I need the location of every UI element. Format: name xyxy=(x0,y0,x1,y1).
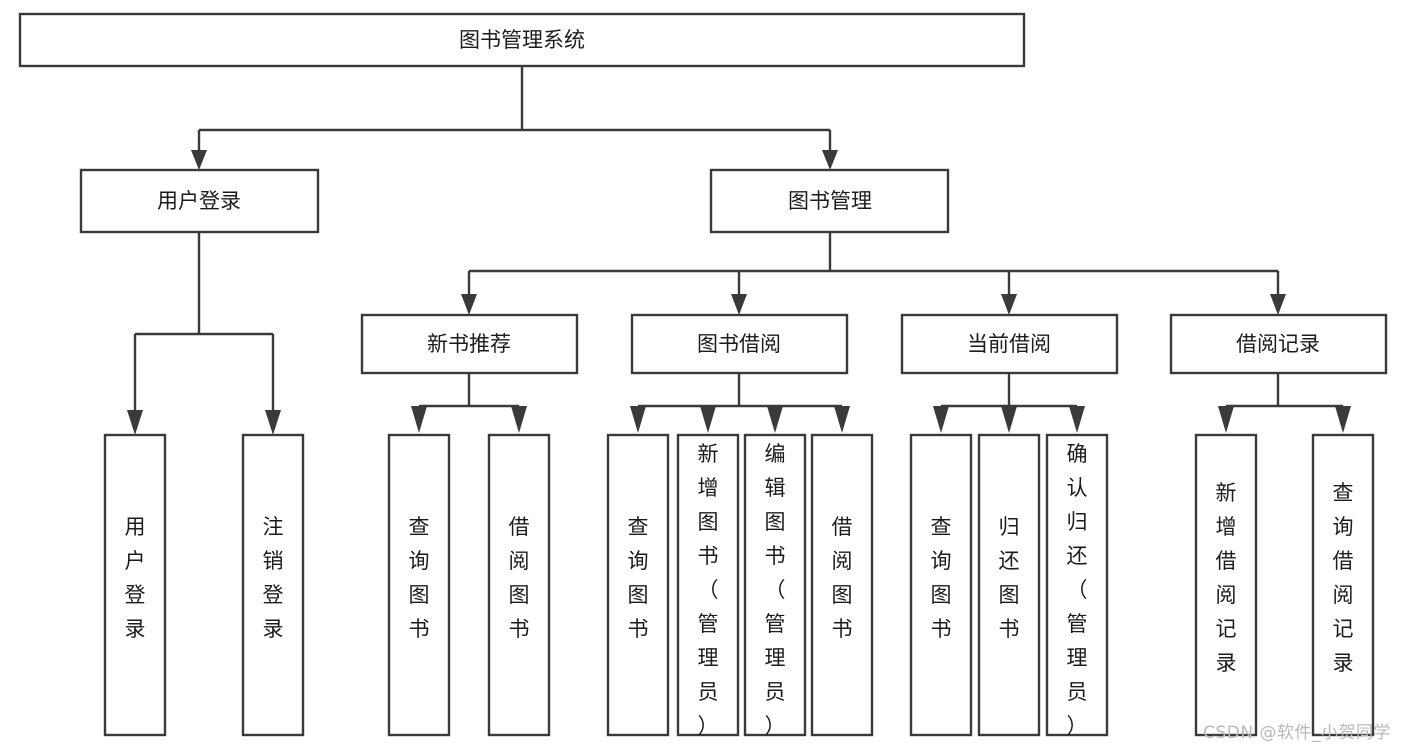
arrow-leaf-query-book-2 xyxy=(630,406,646,433)
node-book-borrow[interactable]: 图书借阅 xyxy=(630,313,849,375)
node-book-manage[interactable]: 图书管理 xyxy=(709,168,950,234)
leaf-node-return-book[interactable]: 归还图书 xyxy=(977,433,1041,737)
node-book-manage-label: 图书管理 xyxy=(788,189,872,213)
leaf-node-edit-book-label: 编辑图书（管理员） xyxy=(765,442,786,738)
leaf-node-query-book-3-label: 查询图书 xyxy=(931,515,952,641)
arrow-leaf-borrow-book-2 xyxy=(834,406,850,433)
arrow-leaf-query-book-1 xyxy=(411,406,427,433)
connector-layer xyxy=(127,66,1351,435)
leaf-node-query-book-1[interactable]: 查询图书 xyxy=(387,433,451,737)
arrow-leaf-query-record xyxy=(1335,406,1351,433)
leaf-node-query-book-3-box[interactable] xyxy=(909,433,973,737)
csdn-watermark: CSDN @软件_小贺同学 xyxy=(1203,723,1391,743)
leaf-node-borrow-book-2[interactable]: 借阅图书 xyxy=(810,433,874,737)
node-book-manage-box[interactable] xyxy=(709,168,950,234)
leaf-node-confirm-return-label: 确认归还（管理员） xyxy=(1067,442,1088,738)
leaf-node-query-book-3[interactable]: 查询图书 xyxy=(909,433,973,737)
node-new-book-recommend[interactable]: 新书推荐 xyxy=(360,313,579,375)
leaf-node-logout-box[interactable] xyxy=(241,433,305,737)
leaf-node-logout[interactable]: 注销登录 xyxy=(241,433,305,737)
node-new-book-recommend-label: 新书推荐 xyxy=(427,332,511,356)
leaf-node-query-book-1-label: 查询图书 xyxy=(409,515,430,641)
leaf-node-query-book-2-label: 查询图书 xyxy=(628,515,649,641)
leaf-node-confirm-return[interactable]: 确认归还（管理员） xyxy=(1045,433,1109,738)
arrow-leaf-return-book xyxy=(1001,406,1017,433)
node-user-login[interactable]: 用户登录 xyxy=(79,168,320,234)
node-root-box[interactable] xyxy=(18,12,1026,68)
leaf-node-user-login-box[interactable] xyxy=(103,433,167,737)
node-root-label: 图书管理系统 xyxy=(459,28,585,52)
arrow-to-currentborrow xyxy=(1001,294,1017,315)
leaf-node-borrow-book-2-label: 借阅图书 xyxy=(832,515,853,641)
leaf-node-borrow-book-1-label: 借阅图书 xyxy=(509,515,530,641)
node-root[interactable]: 图书管理系统 xyxy=(18,12,1026,68)
leaf-node-query-record-box[interactable] xyxy=(1311,433,1375,737)
arrow-leaf-add-record xyxy=(1218,406,1234,433)
leaf-node-query-record-label: 查询借阅记录 xyxy=(1333,481,1354,675)
leaf-node-edit-book[interactable]: 编辑图书（管理员） xyxy=(743,433,807,738)
leaf-node-add-book-box[interactable] xyxy=(676,433,740,737)
leaf-node-user-login[interactable]: 用户登录 xyxy=(103,433,167,737)
leaf-node-add-book-label: 新增图书（管理员） xyxy=(698,442,719,738)
arrow-leaf-user-login xyxy=(127,410,143,435)
leaf-node-add-record-box[interactable] xyxy=(1194,433,1258,737)
arrow-leaf-query-book-3 xyxy=(933,406,949,433)
node-current-borrow-label: 当前借阅 xyxy=(967,332,1051,356)
arrow-leaf-add-book xyxy=(700,406,716,433)
leaf-node-return-book-box[interactable] xyxy=(977,433,1041,737)
arrow-leaf-borrow-book-1 xyxy=(511,406,527,433)
node-book-borrow-box[interactable] xyxy=(630,313,849,375)
node-new-book-recommend-box[interactable] xyxy=(360,313,579,375)
leaf-node-return-book-label: 归还图书 xyxy=(999,515,1020,641)
leaf-node-query-book-2[interactable]: 查询图书 xyxy=(606,433,670,737)
leaf-node-edit-book-box[interactable] xyxy=(743,433,807,737)
leaf-node-borrow-book-1-box[interactable] xyxy=(487,433,551,737)
arrow-to-borrowrecord xyxy=(1270,294,1286,315)
arrow-to-bookborrow xyxy=(731,294,747,315)
leaf-node-logout-label: 注销登录 xyxy=(263,515,284,641)
node-current-borrow[interactable]: 当前借阅 xyxy=(900,313,1119,375)
node-book-borrow-label: 图书借阅 xyxy=(697,332,781,356)
arrow-leaf-edit-book xyxy=(767,406,783,433)
leaf-node-confirm-return-box[interactable] xyxy=(1045,433,1109,737)
leaf-node-query-record[interactable]: 查询借阅记录 xyxy=(1311,433,1375,737)
arrow-to-newbook xyxy=(461,294,477,315)
leaf-node-user-login-label: 用户登录 xyxy=(125,515,146,641)
arrow-leaf-logout xyxy=(265,410,281,435)
node-current-borrow-box[interactable] xyxy=(900,313,1119,375)
node-user-login-label: 用户登录 xyxy=(157,189,241,213)
leaf-node-add-book[interactable]: 新增图书（管理员） xyxy=(676,433,740,738)
leaf-node-add-record-label: 新增借阅记录 xyxy=(1216,481,1237,675)
node-borrow-record-box[interactable] xyxy=(1169,313,1388,375)
node-user-login-box[interactable] xyxy=(79,168,320,234)
leaf-node-query-book-1-box[interactable] xyxy=(387,433,451,737)
arrow-leaf-confirm-return xyxy=(1069,406,1085,433)
node-borrow-record[interactable]: 借阅记录 xyxy=(1169,313,1388,375)
leaf-node-borrow-book-2-box[interactable] xyxy=(810,433,874,737)
arrow-to-bookmanage xyxy=(822,150,838,170)
leaf-node-add-record[interactable]: 新增借阅记录 xyxy=(1194,433,1258,737)
leaf-node-borrow-book-1[interactable]: 借阅图书 xyxy=(487,433,551,737)
arrow-to-userlogin xyxy=(191,150,207,170)
node-borrow-record-label: 借阅记录 xyxy=(1236,332,1320,356)
leaf-node-query-book-2-box[interactable] xyxy=(606,433,670,737)
